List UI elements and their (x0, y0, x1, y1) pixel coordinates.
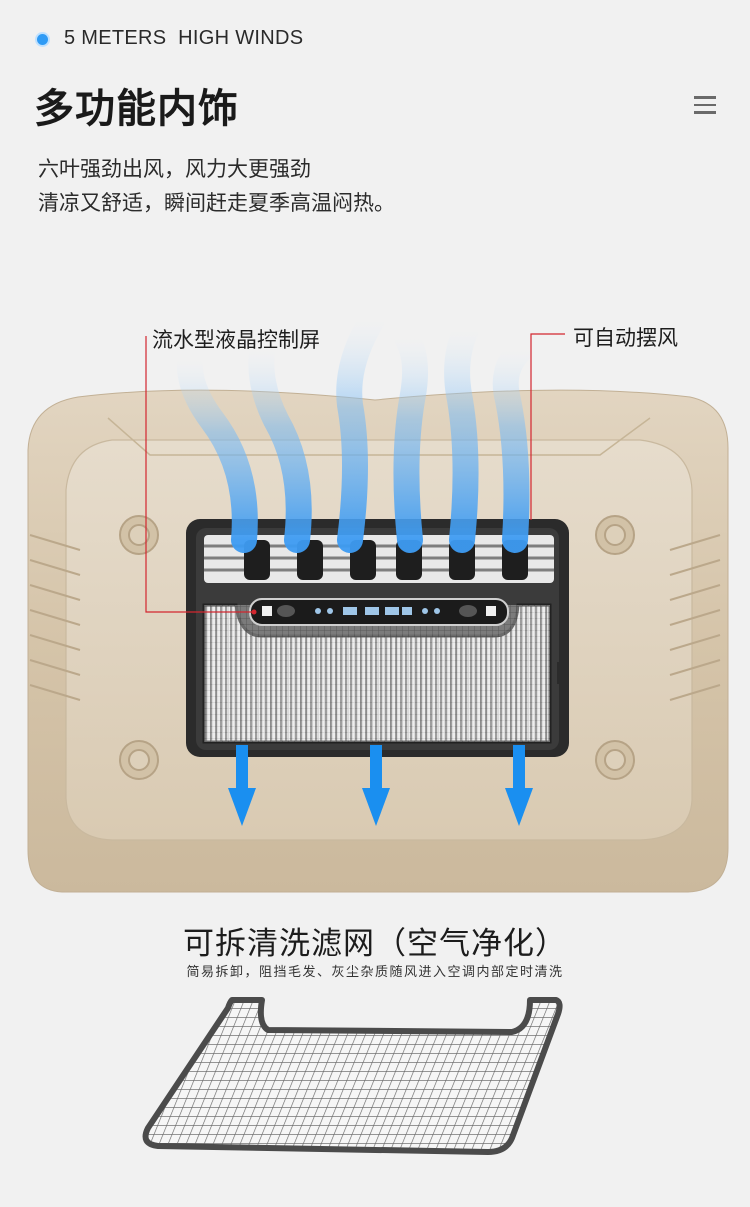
airflow-swirls (176, 307, 533, 553)
tagline: 5 METERS HIGH WINDS (64, 27, 304, 49)
callout-lines (145, 333, 565, 613)
downward-airflow-arrows (228, 745, 533, 826)
removable-filter-net (142, 997, 563, 1155)
description-line-1: 六叶强劲出风，风力大更强劲 (38, 157, 311, 181)
filter-title: 可拆清洗滤网（空气净化） (183, 926, 567, 962)
callout-lcd-screen: 流水型液晶控制屏 (152, 328, 320, 352)
description: 六叶强劲出风，风力大更强劲 清凉又舒适，瞬间赶走夏季高温闷热。 (38, 152, 395, 220)
control-panel-frame (186, 519, 569, 757)
page-title: 多功能内饰 (34, 86, 239, 132)
description-line-2: 清凉又舒适，瞬间赶走夏季高温闷热。 (38, 191, 395, 215)
hamburger-menu-icon[interactable] (694, 96, 716, 114)
callout-auto-swing: 可自动摆风 (573, 326, 678, 350)
bullet-dot-icon (37, 34, 48, 45)
filter-subtitle: 简易拆卸，阻挡毛发、灰尘杂质随风进入空调内部定时清洗 (186, 965, 564, 980)
